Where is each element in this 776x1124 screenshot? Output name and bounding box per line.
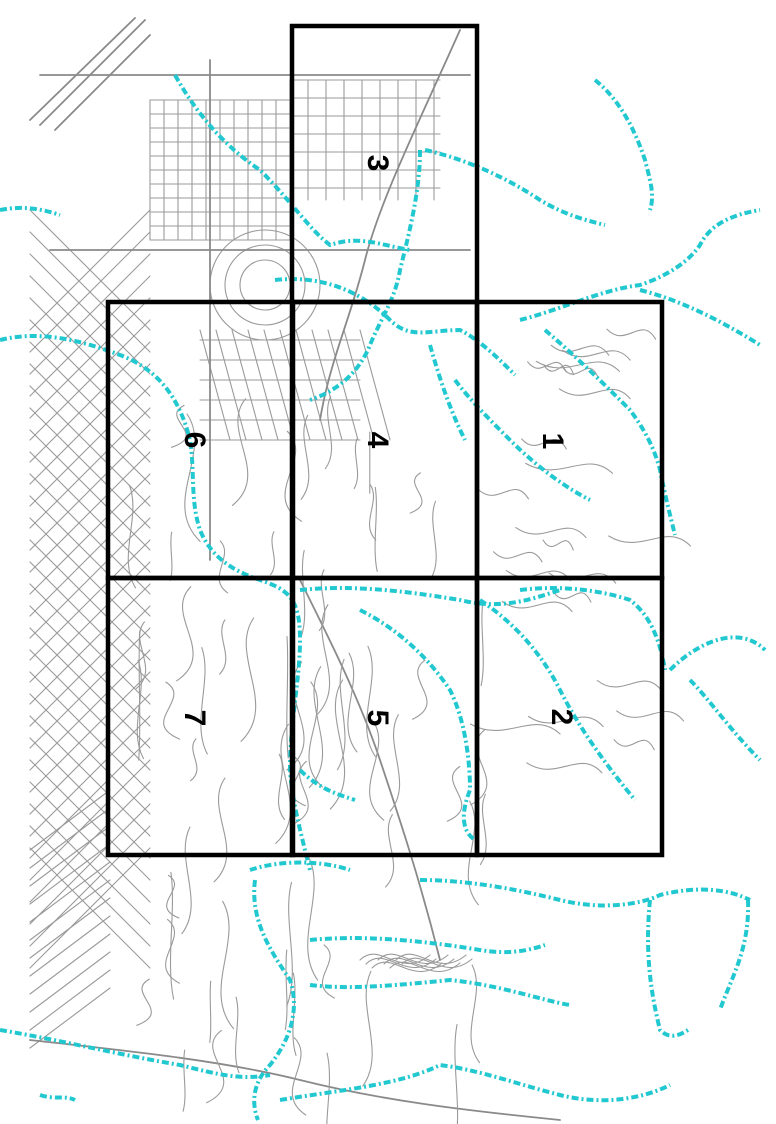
tile-grid — [105, 23, 665, 858]
tile-label-5[interactable]: 5 — [361, 710, 394, 727]
tile-label-1[interactable]: 1 — [536, 433, 569, 450]
tile-label-3[interactable]: 3 — [361, 155, 394, 172]
tile-label-7[interactable]: 7 — [178, 710, 211, 727]
tile-2-frame — [474, 575, 665, 858]
tile-label-2[interactable]: 2 — [545, 709, 578, 726]
tile-label-4[interactable]: 4 — [361, 432, 394, 449]
tile-label-6[interactable]: 6 — [178, 432, 211, 449]
